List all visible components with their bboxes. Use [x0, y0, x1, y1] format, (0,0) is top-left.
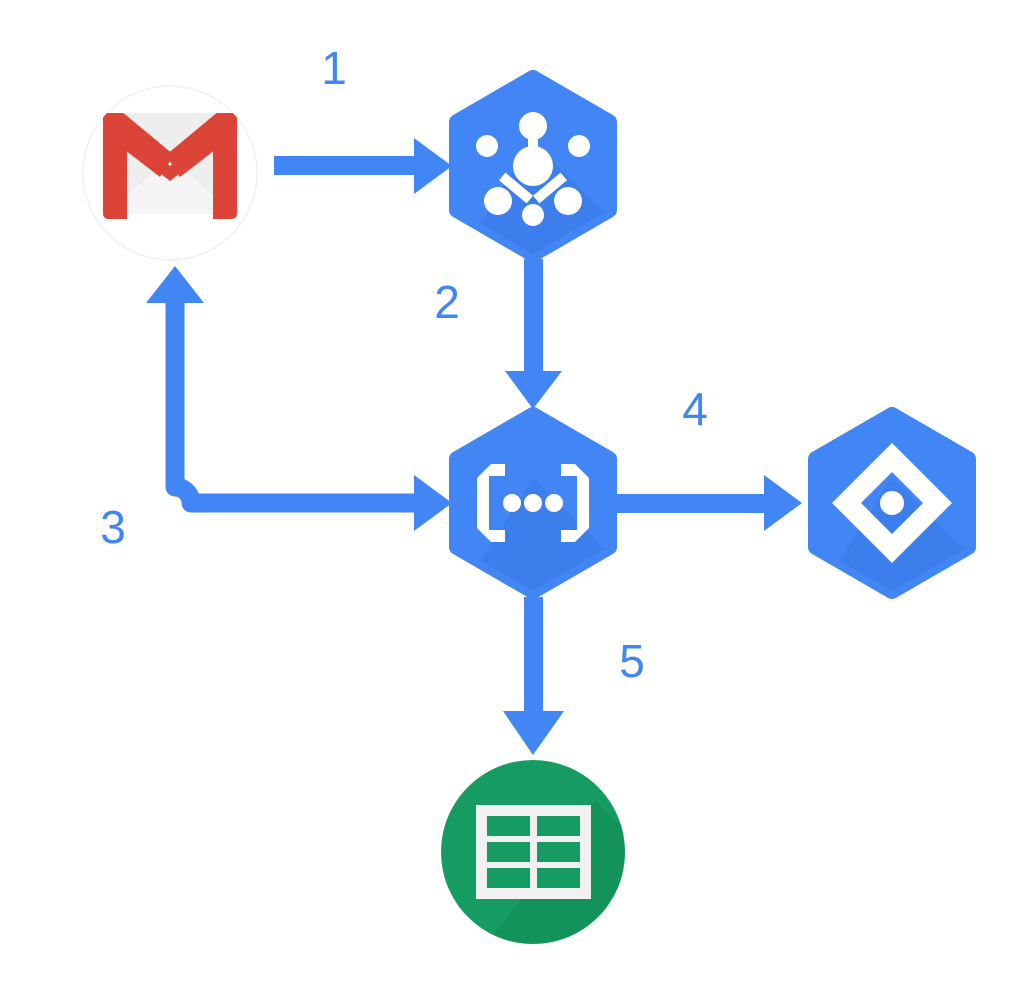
- node-cloud-pubsub[interactable]: [430, 70, 660, 300]
- cloud-pubsub-icon: [476, 112, 590, 226]
- edge-label-1: 1: [321, 42, 347, 94]
- node-cloud-functions[interactable]: [430, 407, 660, 640]
- edge-label-5: 5: [619, 635, 645, 687]
- cloud-functions-icon: [477, 464, 589, 542]
- edge-2-arrow: [505, 259, 562, 409]
- edge-1-arrow: [274, 138, 452, 194]
- edge-5-arrow: [503, 597, 564, 755]
- edge-label-2: 2: [434, 276, 460, 328]
- edge-3-arrow: [146, 266, 452, 531]
- edge-label-4: 4: [682, 383, 708, 435]
- cloud-vision-icon: [832, 443, 952, 563]
- node-gmail[interactable]: [82, 85, 258, 261]
- edge-label-3: 3: [100, 501, 126, 553]
- edge-4-arrow: [616, 475, 802, 531]
- node-google-sheets[interactable]: [441, 760, 720, 980]
- functions-long-shadow: [457, 478, 609, 591]
- vision-long-shadow: [816, 478, 968, 591]
- pubsub-long-shadow: [457, 141, 609, 254]
- gmail-icon: [103, 113, 237, 219]
- node-cloud-vision[interactable]: [789, 407, 1019, 640]
- google-sheets-icon: [476, 805, 591, 899]
